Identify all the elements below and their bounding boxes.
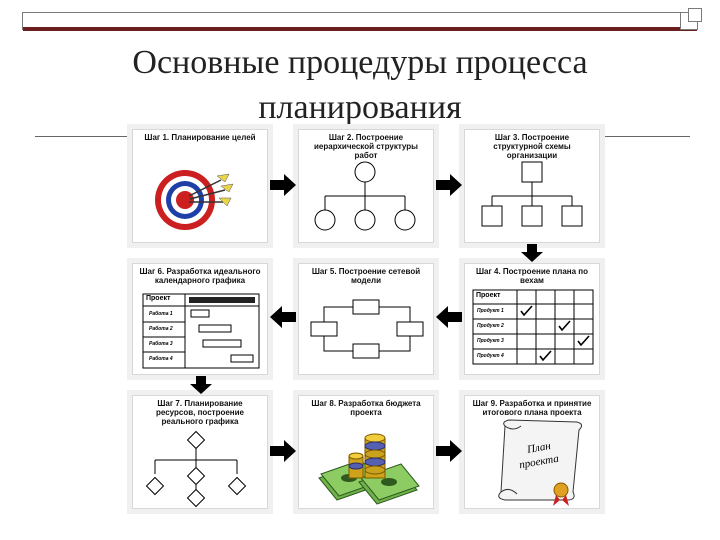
milestone-row-3: Продукт 3	[477, 338, 504, 344]
step-2-panel: Шаг 2. Построение иерархической структур…	[298, 129, 434, 243]
slide-title-line1: Основные процедуры процесса	[132, 44, 588, 81]
step-2-label: Шаг 2. Построение иерархической структур…	[314, 133, 418, 160]
gantt-header: Проект	[146, 295, 171, 302]
arrow-left-5-to-6	[270, 306, 296, 328]
step-5-label: Шаг 5. Построение сетевой модели	[311, 267, 421, 285]
step-9-label: Шаг 9. Разработка и принятие итогового п…	[472, 399, 592, 417]
arrow-right-1-to-2	[270, 174, 296, 196]
resource-tree-diagram	[145, 430, 247, 508]
gantt-chart-diagram	[142, 293, 260, 369]
step-8-label: Шаг 8. Разработка бюджета проекта	[311, 399, 421, 417]
step-1-label: Шаг 1. Планирование целей	[144, 133, 256, 142]
arrow-down-6-to-7	[190, 376, 212, 394]
step-4-label: Шаг 4. Построение плана по вехам	[475, 267, 589, 285]
target-icon	[155, 170, 234, 230]
arrow-left-4-to-5	[436, 306, 462, 328]
step-7-label: Шаг 7. Планирование ресурсов, построение…	[155, 399, 244, 426]
step-6-label: Шаг 6. Разработка идеального календарног…	[139, 267, 261, 285]
gantt-row-4: Работа 4	[149, 356, 173, 362]
money-budget-icon	[318, 433, 420, 505]
title-rule-right	[604, 136, 690, 137]
step-9-panel: Шаг 9. Разработка и принятие итогового п…	[464, 395, 600, 509]
milestone-row-4: Продукт 4	[477, 353, 504, 359]
project-plan-scroll-icon	[498, 419, 583, 506]
milestone-header: Проект	[476, 292, 501, 299]
step-7-panel: Шаг 7. Планирование ресурсов, построение…	[132, 395, 268, 509]
arrow-right-2-to-3	[436, 174, 462, 196]
top-decor-stripe	[23, 27, 697, 31]
slide-title: Основные процедуры процесса планирования	[60, 40, 660, 130]
step-1-panel: Шаг 1. Планирование целей	[132, 129, 268, 243]
wbs-tree-diagram	[314, 161, 416, 231]
step-6-panel: Шаг 6. Разработка идеального календарног…	[132, 263, 268, 375]
arrow-down-3-to-4	[521, 244, 543, 262]
step-4-panel: Шаг 4. Построение плана по вехам Проект …	[464, 263, 600, 375]
milestone-row-2: Продукт 2	[477, 323, 504, 329]
arrow-right-8-to-9	[436, 440, 462, 462]
milestone-row-1: Продукт 1	[477, 308, 504, 314]
milestone-table	[472, 289, 594, 365]
top-decor-square-small	[688, 8, 702, 22]
gantt-row-3: Работа 3	[149, 341, 173, 347]
gantt-row-2: Работа 2	[149, 326, 173, 332]
network-model-diagram	[310, 299, 424, 359]
top-decor-bar	[22, 8, 702, 31]
step-5-panel: Шаг 5. Построение сетевой модели	[298, 263, 434, 375]
title-rule-left	[35, 136, 127, 137]
org-chart-diagram	[481, 161, 583, 227]
step-3-label: Шаг 3. Построение структурной схемы орга…	[493, 133, 571, 160]
slide-title-line2: планирования	[258, 89, 462, 126]
arrow-right-7-to-8	[270, 440, 296, 462]
gantt-row-1: Работа 1	[149, 311, 173, 317]
step-8-panel: Шаг 8. Разработка бюджета проекта	[298, 395, 434, 509]
step-3-panel: Шаг 3. Построение структурной схемы орга…	[464, 129, 600, 243]
